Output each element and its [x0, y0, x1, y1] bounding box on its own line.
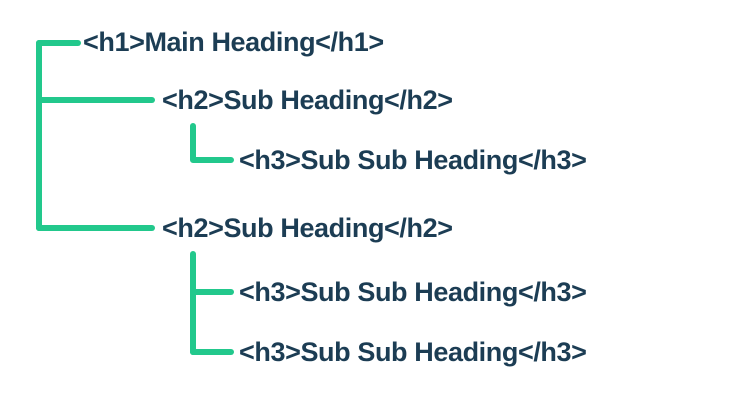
node-label-h2-first: <h2>Sub Heading</h2> [162, 85, 453, 115]
node-label-h3-under-second-h2-second: <h3>Sub Sub Heading</h3> [239, 337, 587, 367]
node-label-h3-under-second-h2-first: <h3>Sub Sub Heading</h3> [239, 277, 587, 307]
connector-h3-under-first-h2 [190, 123, 234, 163]
node-label-h2-second: <h2>Sub Heading</h2> [162, 213, 453, 243]
node-label-h1: <h1>Main Heading</h1> [83, 27, 384, 57]
node-label-h3-under-first-h2: <h3>Sub Sub Heading</h3> [239, 145, 587, 175]
